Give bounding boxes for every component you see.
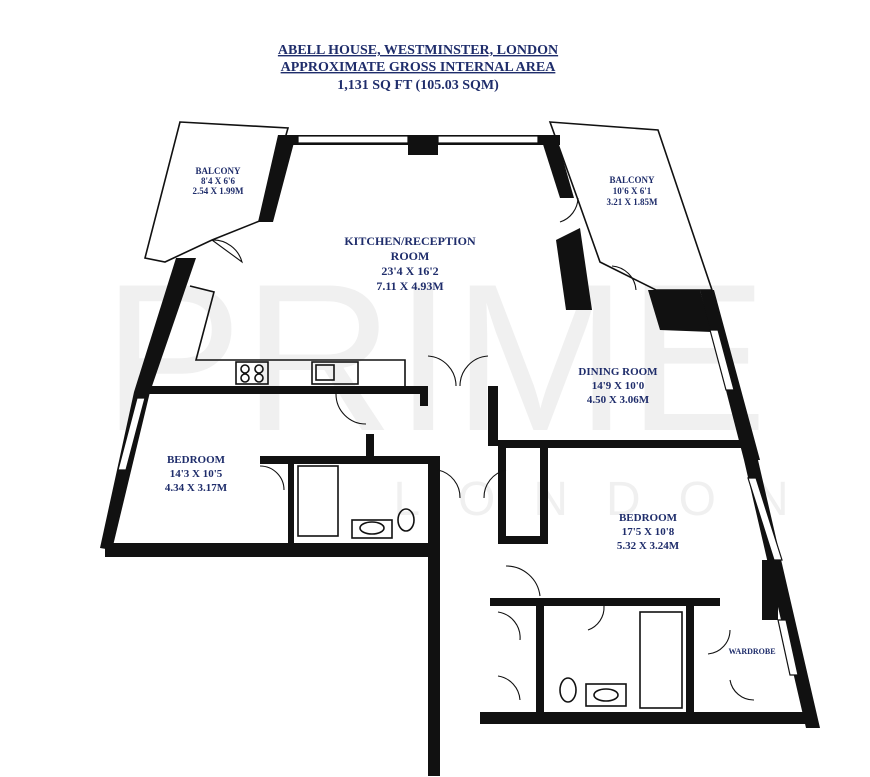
room-dimensions-metric: 7.11 X 4.93M xyxy=(376,279,443,293)
room-name: BEDROOM xyxy=(167,454,226,466)
room-dimensions-metric: 4.34 X 3.17M xyxy=(165,482,228,494)
room-balcony-right: BALCONY 10'6 X 6'1 3.21 X 1.85M xyxy=(607,175,658,207)
room-dimensions-metric: 2.54 X 1.99M xyxy=(193,186,244,196)
doors xyxy=(211,197,755,701)
bathroom-right-fixtures xyxy=(559,611,683,709)
room-wardrobe: WARDROBE xyxy=(728,647,775,656)
room-name-line2: ROOM xyxy=(391,249,430,263)
room-dimensions-imperial: 17'5 X 10'8 xyxy=(622,526,675,538)
room-name: BEDROOM xyxy=(619,512,678,524)
room-name: KITCHEN/RECEPTION xyxy=(344,234,476,248)
plan-header: ABELL HOUSE, WESTMINSTER, LONDON APPROXI… xyxy=(278,43,558,93)
room-name: DINING ROOM xyxy=(578,366,658,378)
room-name: BALCONY xyxy=(609,175,655,185)
room-balcony-left: BALCONY 8'4 X 6'6 2.54 X 1.99M xyxy=(193,166,244,196)
room-bedroom-left: BEDROOM 14'3 X 10'5 4.34 X 3.17M xyxy=(165,454,228,494)
room-kitchen-reception: KITCHEN/RECEPTION ROOM 23'4 X 16'2 7.11 … xyxy=(344,234,476,293)
header-area-value: 1,131 SQ FT (105.03 SQM) xyxy=(337,78,499,93)
room-bedroom-right: BEDROOM 17'5 X 10'8 5.32 X 3.24M xyxy=(617,512,680,552)
header-area-label: APPROXIMATE GROSS INTERNAL AREA xyxy=(281,60,557,75)
room-dimensions-imperial: 8'4 X 6'6 xyxy=(201,176,236,186)
room-dining: DINING ROOM 14'9 X 10'0 4.50 X 3.06M xyxy=(578,366,658,406)
room-dimensions-metric: 3.21 X 1.85M xyxy=(607,197,658,207)
room-dimensions-metric: 4.50 X 3.06M xyxy=(587,394,650,406)
room-name: WARDROBE xyxy=(728,647,775,656)
room-dimensions-metric: 5.32 X 3.24M xyxy=(617,540,680,552)
room-dimensions-imperial: 10'6 X 6'1 xyxy=(613,186,652,196)
header-title: ABELL HOUSE, WESTMINSTER, LONDON xyxy=(278,43,558,58)
room-dimensions-imperial: 14'9 X 10'0 xyxy=(592,380,645,392)
room-dimensions-imperial: 23'4 X 16'2 xyxy=(381,264,438,278)
watermark-sub: LONDON xyxy=(393,473,826,526)
walls xyxy=(100,135,820,776)
kitchen-counter xyxy=(189,285,406,386)
room-name: BALCONY xyxy=(195,166,241,176)
bathroom-left-fixtures xyxy=(297,465,415,539)
room-dimensions-imperial: 14'3 X 10'5 xyxy=(170,468,223,480)
